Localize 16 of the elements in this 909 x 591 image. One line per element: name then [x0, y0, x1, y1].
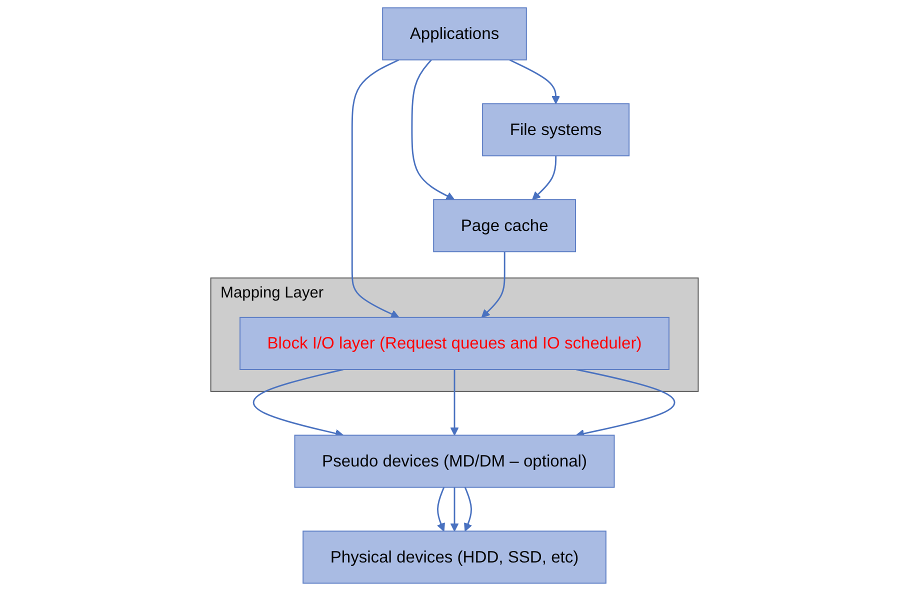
arrow — [351, 59, 400, 318]
arrow — [450, 487, 459, 532]
node-box — [382, 7, 527, 60]
arrow — [509, 59, 560, 104]
node-box — [433, 199, 576, 252]
arrow — [411, 59, 455, 200]
cluster — [210, 277, 699, 392]
node-box — [240, 316, 670, 370]
node-box — [302, 530, 606, 584]
arrow — [437, 487, 445, 532]
arrow — [481, 252, 506, 318]
node-box — [482, 103, 630, 156]
arrow — [532, 156, 557, 200]
node-box — [294, 434, 615, 488]
arrow — [464, 487, 472, 532]
arrow — [450, 370, 459, 436]
